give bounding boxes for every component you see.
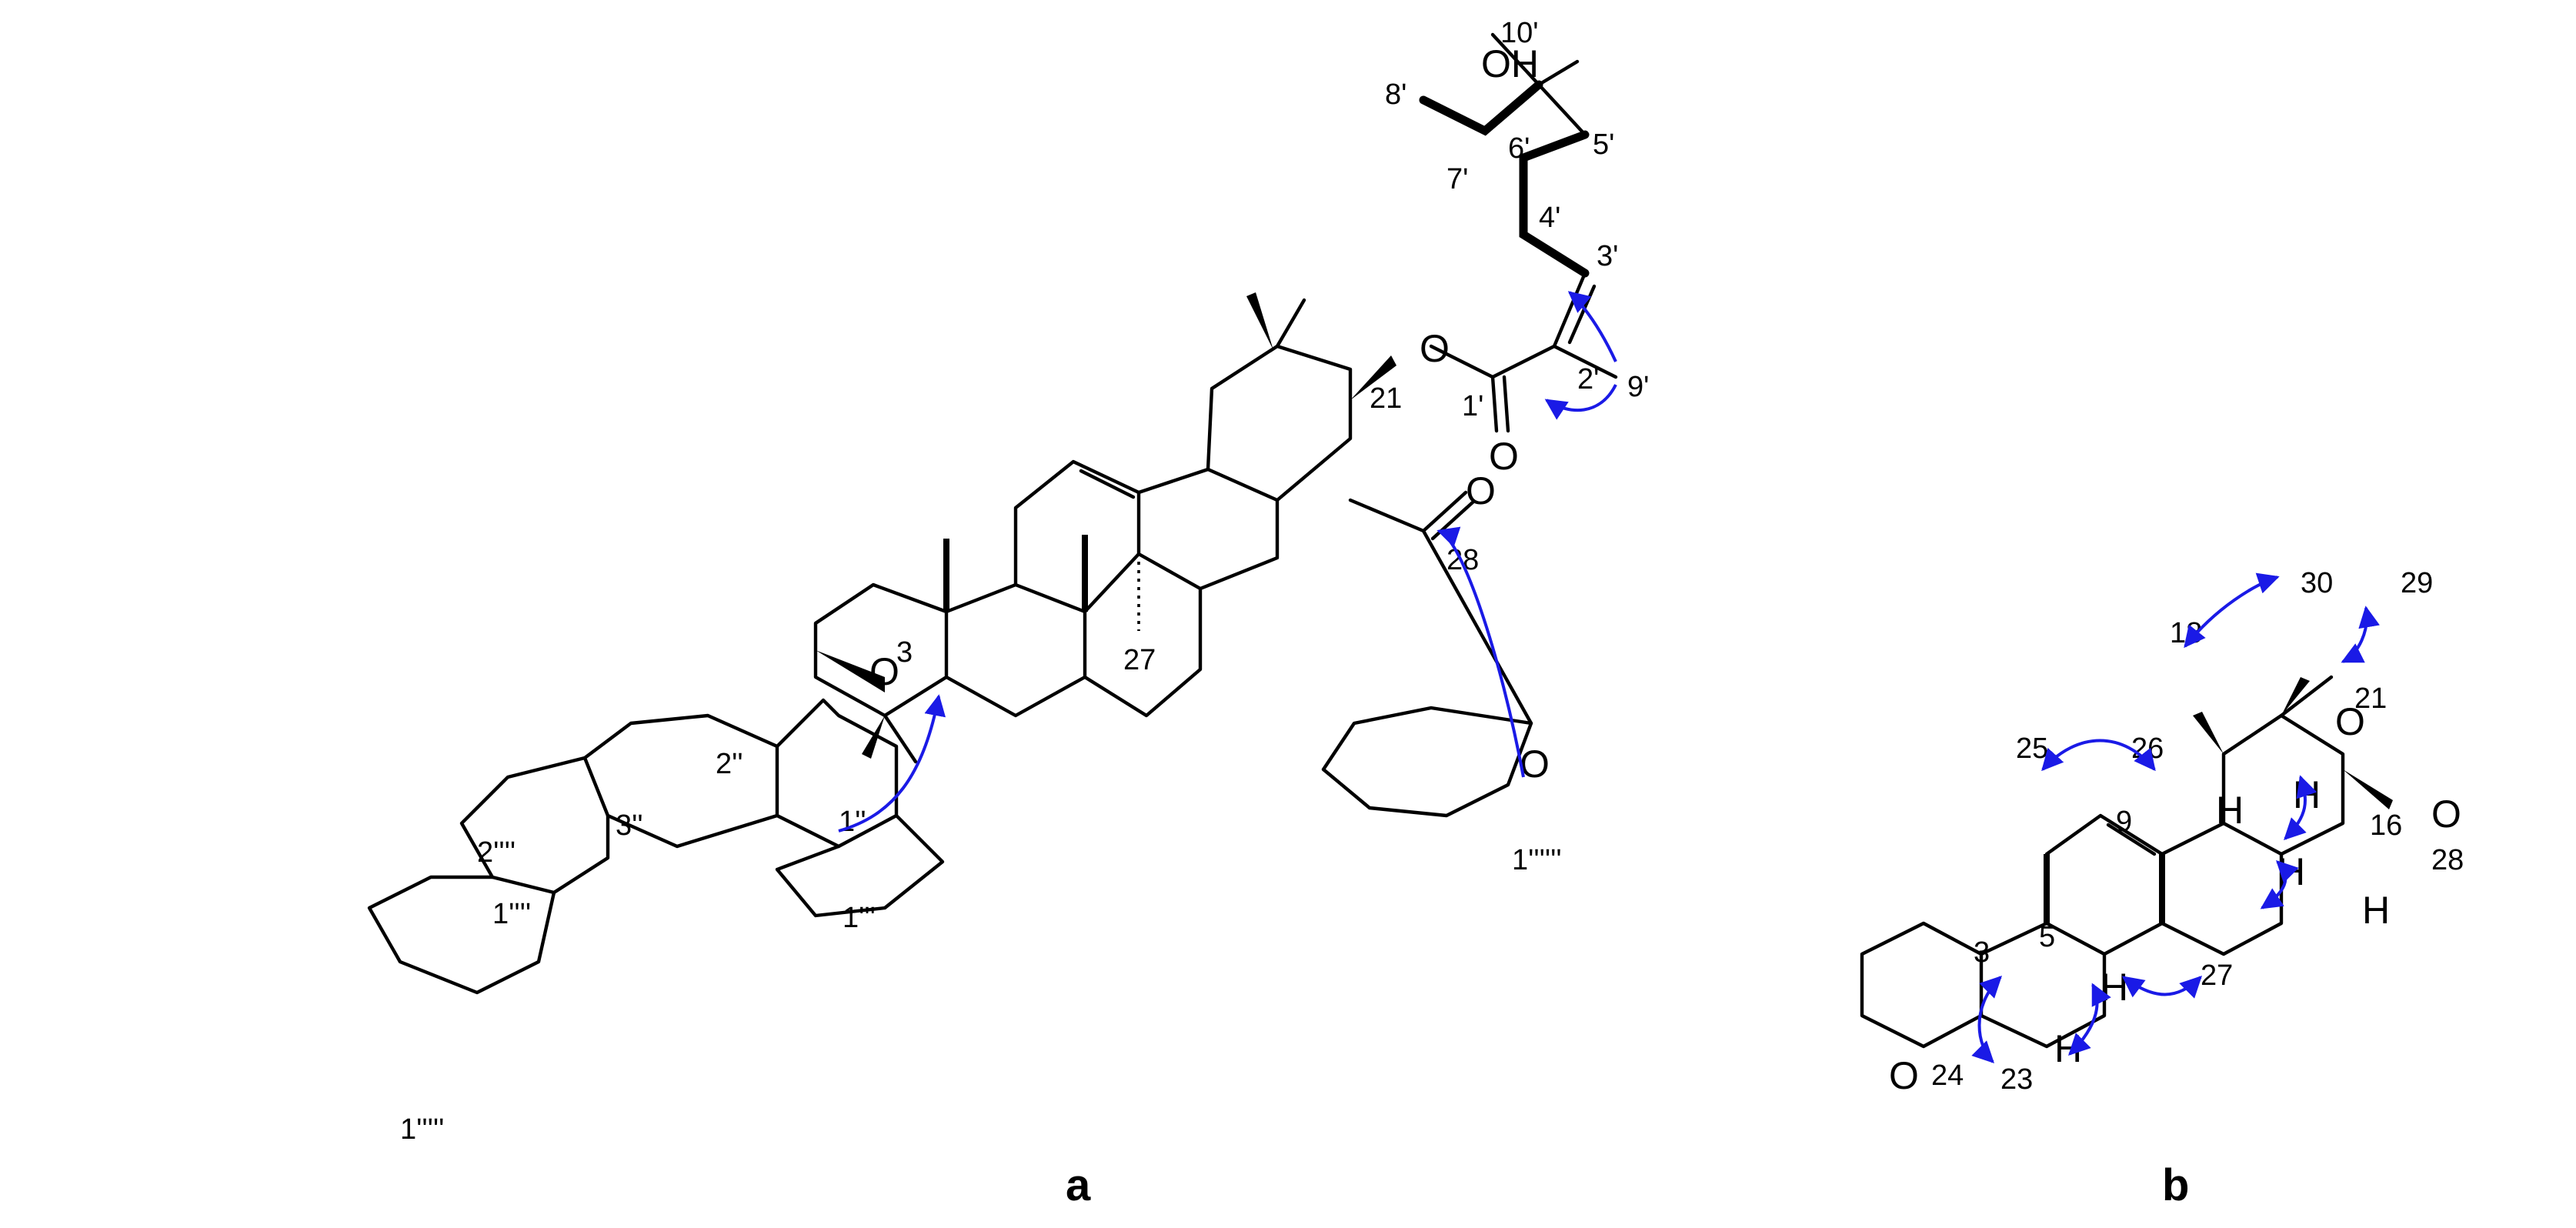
label-23: 23 [2000, 1063, 2033, 1096]
panel-label-a: a [1066, 1160, 1091, 1210]
label-5prime: 5' [1593, 128, 1614, 161]
label-3: 3 [896, 636, 913, 669]
label-4prime: 4' [1539, 202, 1560, 234]
label-10prime: 10' [1500, 17, 1539, 49]
label-2dprime: 2'' [716, 748, 743, 780]
label-30: 30 [2301, 567, 2333, 599]
label-21b: 21 [2354, 682, 2387, 715]
label-1hprime: 1'''''' [1512, 844, 1562, 876]
label-3prime: 3' [1597, 240, 1618, 272]
oxygen-28b: O [2431, 793, 2461, 836]
label-2prime: 2' [1577, 363, 1599, 395]
label-25: 25 [2016, 732, 2048, 765]
label-24: 24 [1931, 1059, 1964, 1092]
carbonyl-oxygen-28: O [1466, 469, 1496, 512]
structure-a: OH O O O O O 10' 8' 6' 5' 7' 4' 3' 2' 9'… [367, 17, 1649, 1210]
label-1tprime: 1''' [843, 902, 876, 934]
hmbc-arrows-a [838, 291, 1617, 833]
label-7prime: 7' [1446, 163, 1468, 195]
h-5: H [2054, 1027, 2082, 1070]
ester-oxygen: O [1420, 327, 1450, 370]
oxygen-21b: O [2335, 700, 2365, 743]
label-1pprime: 1''''' [400, 1113, 444, 1146]
hydroxyl-6prime: OH [1481, 42, 1539, 85]
h-16: H [2362, 889, 2390, 932]
carbonyl-oxygen-1prime: O [1489, 435, 1519, 478]
h-18: H [2216, 789, 2244, 832]
label-5: 5 [2039, 921, 2055, 953]
h-21: H [2293, 773, 2321, 816]
structure-b: O O O H H H H H H 30 29 18 21 25 26 9 16… [1860, 567, 2464, 1210]
label-1qprime: 1'''' [492, 898, 531, 930]
label-28b: 28 [2431, 844, 2464, 876]
glycosidic-oxygen-3: O [869, 650, 899, 693]
structure-a-labels: OH O O O O O 10' 8' 6' 5' 7' 4' 3' 2' 9'… [400, 17, 1649, 1146]
label-9prime: 9' [1627, 371, 1649, 403]
label-9: 9 [2116, 806, 2132, 838]
label-27b: 27 [2201, 959, 2233, 992]
label-29: 29 [2401, 567, 2433, 599]
panel-label-b: b [2162, 1160, 2189, 1210]
ester-oxygen-28: O [1520, 742, 1550, 786]
noesy-arrows-b [1971, 572, 2380, 1063]
structure-a-bonds [367, 32, 1618, 995]
label-3b: 3 [1974, 936, 1990, 969]
label-27: 27 [1123, 644, 1156, 676]
label-16: 16 [2370, 809, 2402, 842]
label-1prime: 1' [1462, 390, 1483, 422]
label-2qprime: 2'''' [477, 836, 516, 869]
h-9: H [2101, 966, 2128, 1009]
label-8prime: 8' [1385, 78, 1406, 111]
label-21: 21 [1370, 382, 1402, 415]
oxygen-3b: O [1889, 1054, 1919, 1097]
label-3dprime: 3'' [616, 809, 643, 842]
label-6prime: 6' [1508, 132, 1530, 165]
